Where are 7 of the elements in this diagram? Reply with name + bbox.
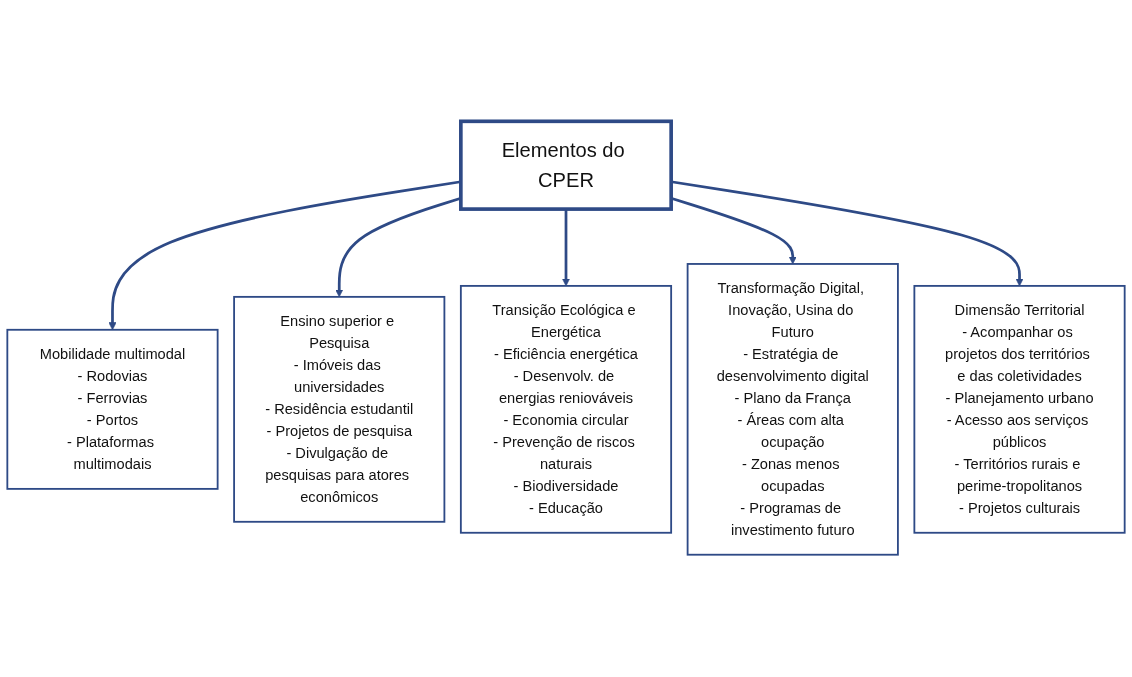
node-box: Transição Ecológica e Energética - Eficiência energética - Desenvolv. de energias reniováveis - Economia circular - Prevenção de riscos naturais - Biodiversidade - Educação [459, 285, 673, 535]
node-box: Dimensão Territorial - Acompanhar os projetos dos territórios e das coletividades - Planejamento urbano - Acesso aos serviços públicos - Territórios rurais e perime-tropolitanos - Projetos culturais [913, 285, 1126, 535]
node-box: Elementos do CPER [459, 119, 673, 212]
node-box: Transformação Digital, Inovação, Usina do Futuro - Estratégia de desenvolvimento digital - Plano da França - Áreas com alta ocupação - Zonas menos ocupadas - Programas de investimento futuro [686, 263, 899, 557]
arrow [562, 209, 570, 287]
node-box: Mobilidade multimodal - Rodovias - Ferrovias - Portos - Plataformas multimodais [6, 329, 219, 491]
node-box: Ensino superior e Pesquisa - Imóveis das universidades - Residência estudantil - Projetos de pesquisa - Divulgação de pesquisas para atores econômicos [233, 296, 446, 524]
